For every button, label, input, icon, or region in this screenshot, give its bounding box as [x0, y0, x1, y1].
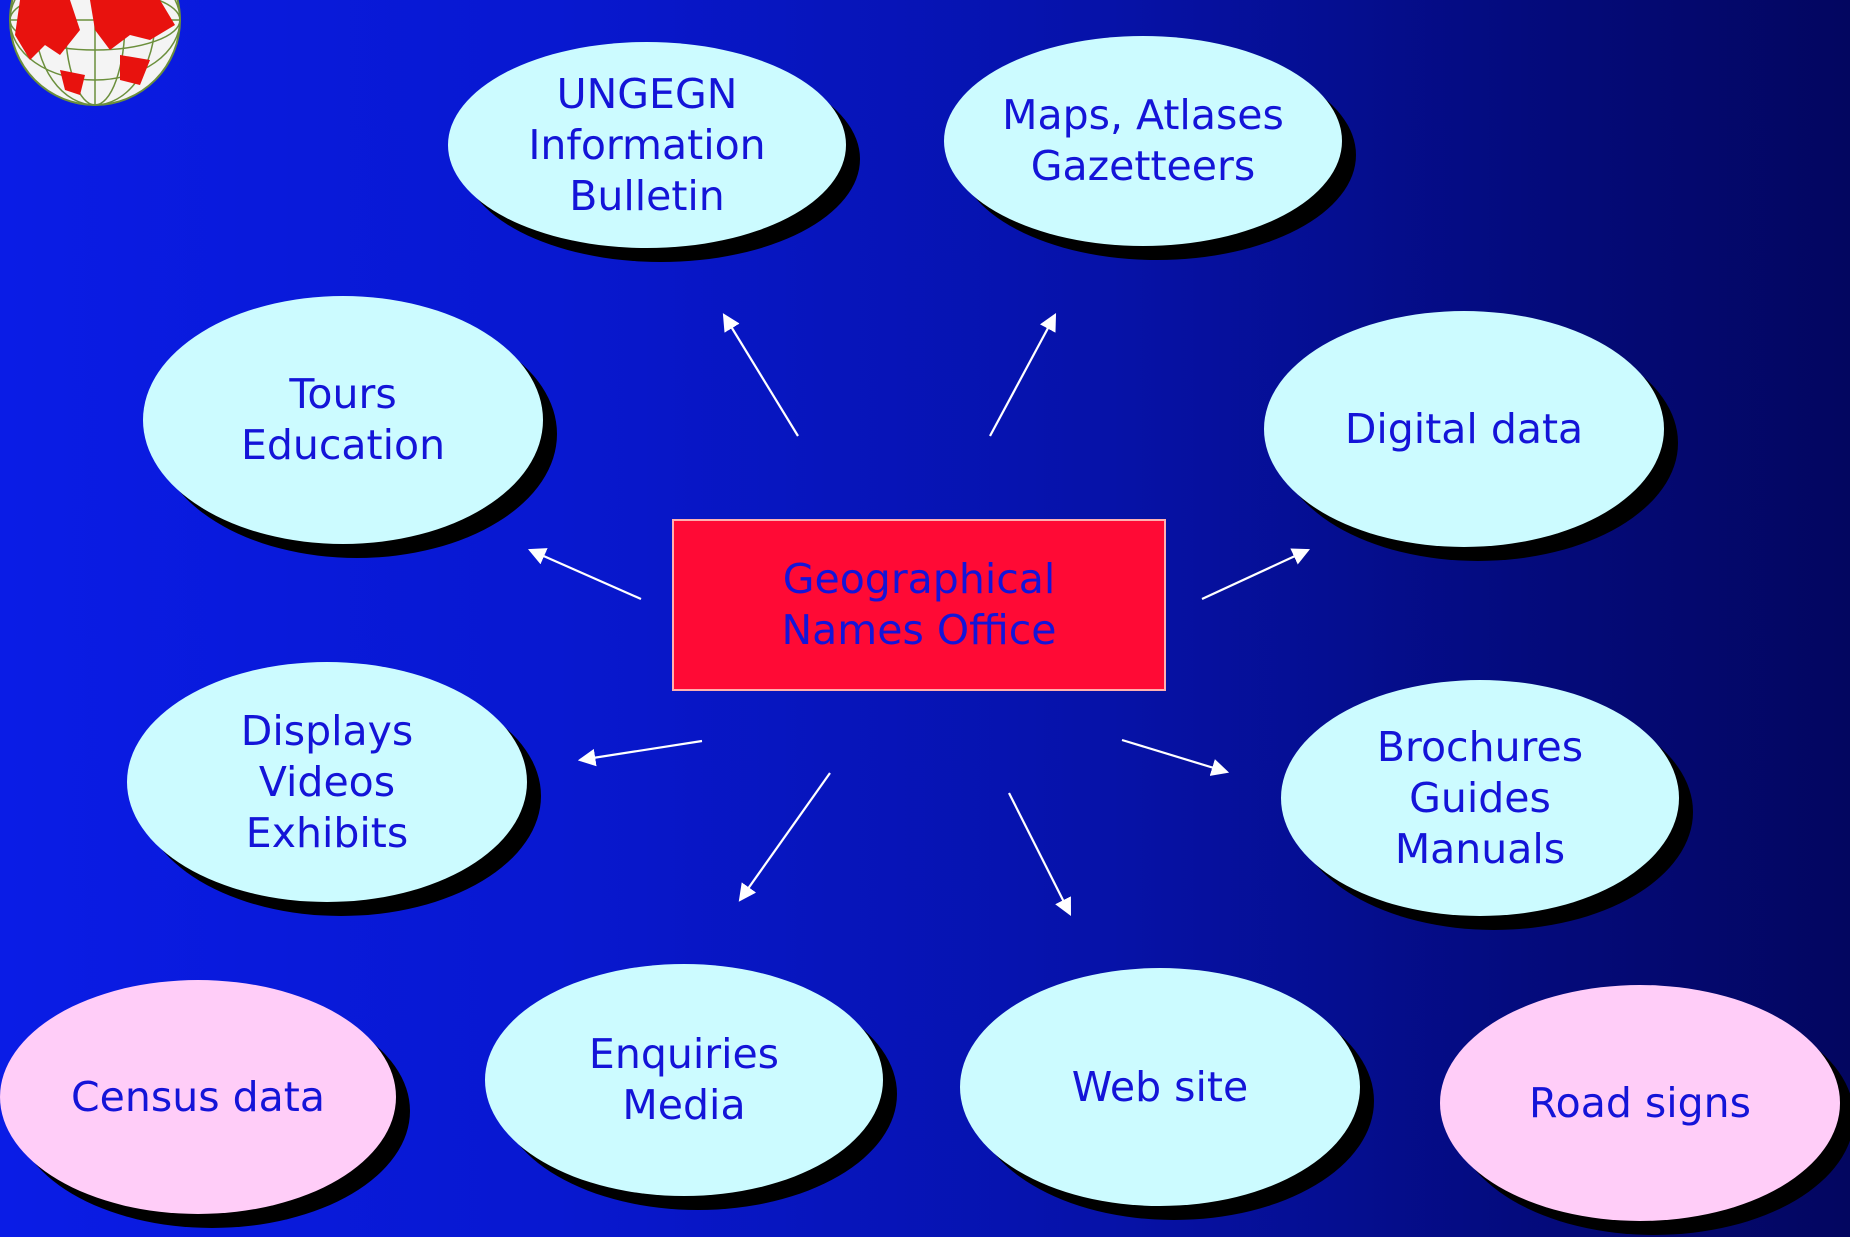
globe-logo-icon — [9, 0, 181, 106]
node-ungegn: UNGEGN Information Bulletin — [448, 42, 846, 248]
arrow-to-brochures — [1121, 738, 1230, 776]
node-ungegn-label: UNGEGN Information Bulletin — [528, 69, 766, 220]
arrow-to-digital — [1201, 548, 1310, 600]
center-node-label: Geographical Names Office — [781, 555, 1057, 654]
node-maps: Maps, Atlases Gazetteers — [944, 36, 1342, 246]
node-roadsigns-label: Road signs — [1528, 1078, 1752, 1127]
node-enquiries-label: Enquiries Media — [588, 1030, 780, 1129]
node-enquiries: Enquiries Media — [485, 964, 883, 1196]
arrow-to-maps — [989, 313, 1057, 437]
arrow-to-website — [1008, 792, 1071, 916]
node-website-label: Web site — [1071, 1062, 1249, 1111]
node-website: Web site — [960, 968, 1360, 1206]
arrow-to-enquiries — [738, 772, 831, 902]
node-digital: Digital data — [1264, 311, 1664, 547]
node-tours: Tours Education — [143, 296, 543, 544]
node-maps-label: Maps, Atlases Gazetteers — [1002, 91, 1284, 190]
node-displays: Displays Videos Exhibits — [127, 662, 527, 902]
node-census: Census data — [0, 980, 396, 1214]
node-census-label: Census data — [71, 1072, 325, 1121]
node-roadsigns: Road signs — [1440, 985, 1840, 1221]
node-digital-label: Digital data — [1344, 404, 1584, 453]
arrow-to-tours — [527, 548, 642, 601]
arrow-to-ungegn — [722, 313, 799, 437]
node-tours-label: Tours Education — [240, 370, 446, 469]
node-brochures: Brochures Guides Manuals — [1281, 680, 1679, 916]
node-brochures-label: Brochures Guides Manuals — [1376, 722, 1584, 873]
arrow-to-displays — [577, 739, 703, 767]
node-displays-label: Displays Videos Exhibits — [240, 706, 414, 857]
center-node: Geographical Names Office — [672, 519, 1166, 691]
